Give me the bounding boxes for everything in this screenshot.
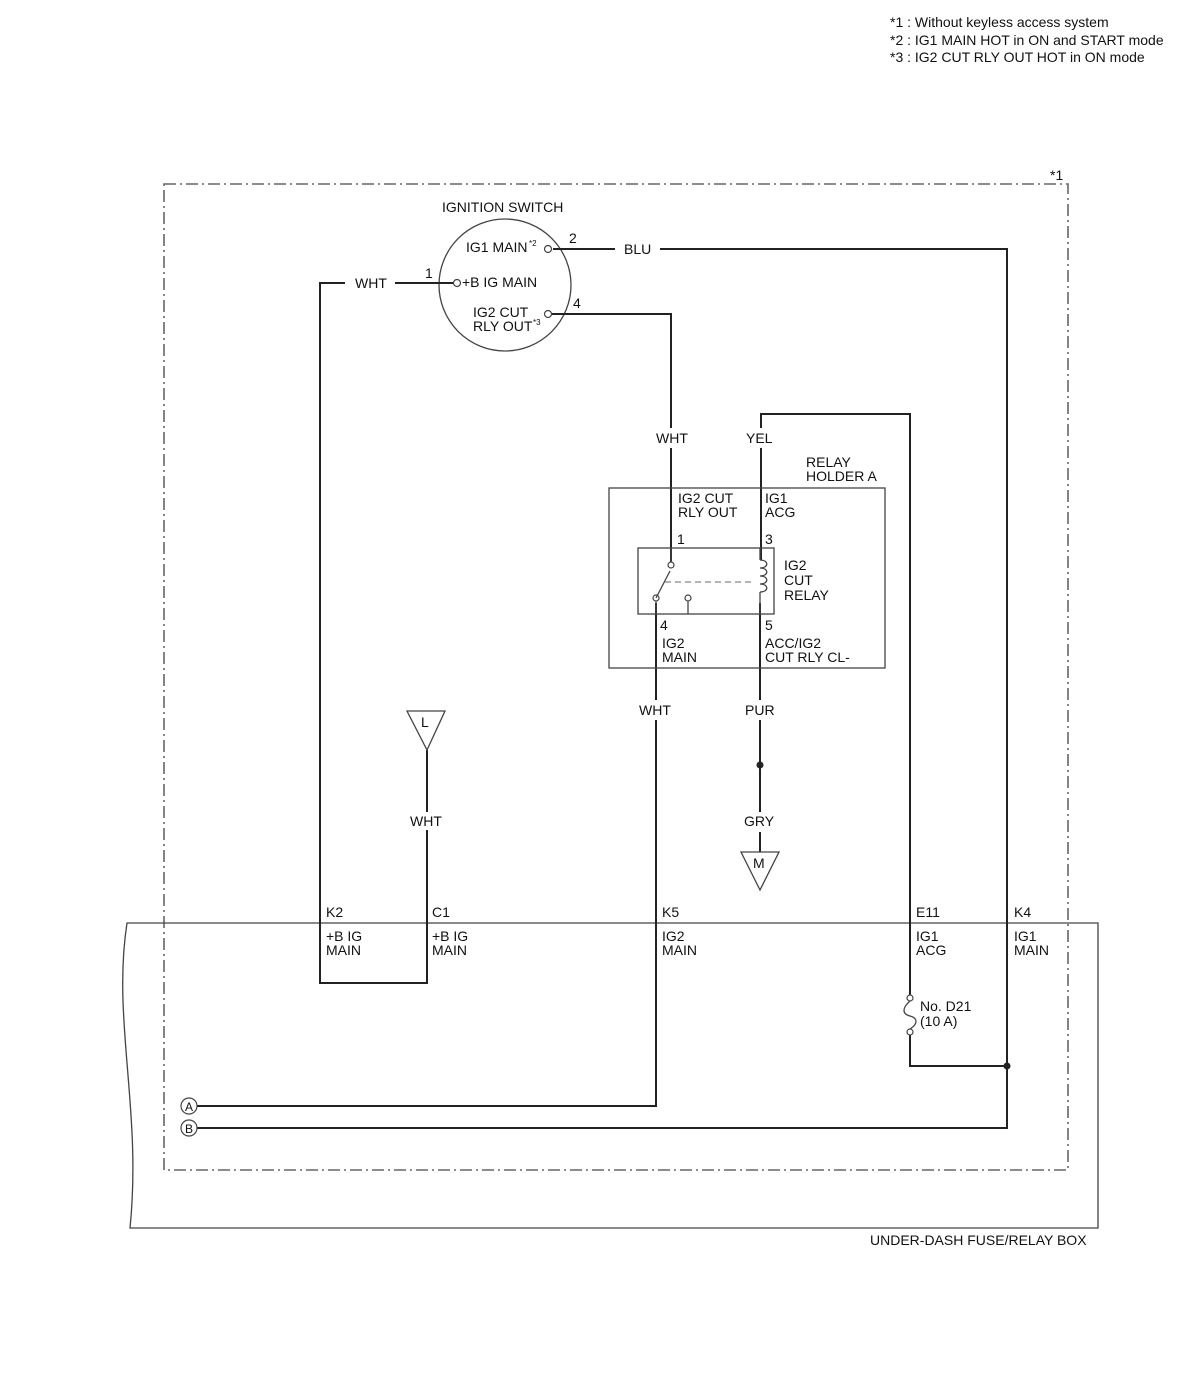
wire-label-wht-relay-bottom: WHT — [639, 702, 671, 718]
wires — [197, 248, 1008, 1129]
relay-name-3: RELAY — [784, 587, 830, 603]
fuse-pin-id: C1 — [432, 904, 450, 920]
relay-name-1: IG2 — [784, 557, 807, 573]
wire-label-wht-relay-top: WHT — [656, 430, 688, 446]
relay-holder-a: RELAY HOLDER A IG2 CUT RLY OUT IG1 ACG 1… — [608, 454, 886, 669]
relay-contact-nc — [684, 594, 692, 602]
connector-l: L — [405, 710, 447, 752]
splice-pur-gry — [756, 761, 764, 769]
relay-terminal-4-label-2: MAIN — [662, 649, 697, 665]
fuse-pin-label-1: IG1 — [1014, 928, 1037, 944]
connector-m: M — [739, 851, 781, 892]
wire-wht-relay-top-a — [552, 313, 672, 428]
connector-b-label: B — [185, 1122, 193, 1136]
switch-terminal-1 — [452, 278, 462, 288]
wire-label-wht-l: WHT — [410, 813, 442, 829]
fuse-pin-label-2: MAIN — [662, 942, 697, 958]
wire-label-blu: BLU — [624, 241, 651, 257]
fuse-box-outline — [122, 922, 1099, 1229]
ig1-main-mark: *2 — [529, 239, 537, 248]
ig2-cut-relay-box — [637, 547, 775, 615]
b-ig-main-label: +B IG MAIN — [462, 274, 537, 290]
relay-terminal-5-label-2: CUT RLY CL- — [765, 649, 850, 665]
relay-pin-1: 1 — [677, 531, 685, 547]
connector-m-label: M — [753, 855, 765, 871]
connector-m-triangle — [739, 851, 781, 892]
switch-terminal-2 — [543, 244, 553, 254]
fuse-box-pins: K2 +B IG MAIN C1 +B IG MAIN K5 IG2 MAIN … — [326, 904, 1049, 958]
wire-label-gry: GRY — [744, 813, 775, 829]
fuse-pin-label-2: MAIN — [432, 942, 467, 958]
relay-holder-box — [608, 487, 886, 669]
fuse-label-2: (10 A) — [920, 1013, 957, 1029]
relay-terminal-1-label-2: RLY OUT — [678, 504, 738, 520]
wire-wht-relay-bottom-b — [197, 720, 657, 1107]
notes: *1 : Without keyless access system *2 : … — [890, 14, 1164, 65]
fuse-pin-label-1: +B IG — [432, 928, 468, 944]
wire-label-yel: YEL — [746, 430, 773, 446]
wire-blu-b — [197, 248, 1008, 1129]
relay-pin-4: 4 — [660, 617, 668, 633]
connector-l-triangle — [405, 710, 447, 752]
relay-contact-1 — [667, 561, 675, 569]
fuse-d21: No. D21 (10 A) — [903, 994, 972, 1036]
switch-pin-2: 2 — [569, 230, 577, 246]
fuse-pin-id: K5 — [662, 904, 679, 920]
switch-pin-1: 1 — [425, 265, 433, 281]
fuse-pin-id: K2 — [326, 904, 343, 920]
fuse-element — [903, 1000, 917, 1030]
keyless-boundary — [163, 183, 1069, 1171]
connector-a: A — [180, 1097, 198, 1115]
fuse-pin-label-1: +B IG — [326, 928, 362, 944]
wire-label-wht-switch: WHT — [355, 275, 387, 291]
relay-terminal-5-label-1: ACC/IG2 — [765, 635, 821, 651]
wire-yel-a — [760, 413, 911, 995]
fuse-label-1: No. D21 — [920, 998, 972, 1014]
relay-terminal-1-label-1: IG2 CUT — [678, 490, 734, 506]
wire-label-pur: PUR — [745, 702, 775, 718]
fuse-pin-id: E11 — [916, 904, 940, 920]
relay-holder-title-2: HOLDER A — [806, 468, 877, 484]
boundary-mark: *1 — [1050, 167, 1063, 183]
note-1: *1 : Without keyless access system — [890, 14, 1109, 30]
fuse-pin-label-1: IG1 — [916, 928, 939, 944]
fuse-terminal-bottom — [906, 1028, 914, 1036]
splice-k4 — [1003, 1062, 1011, 1070]
wire-fuse-out — [909, 1035, 1007, 1067]
fuse-pin-label-1: IG2 — [662, 928, 685, 944]
switch-terminal-4 — [543, 309, 553, 319]
connector-b: B — [180, 1119, 198, 1137]
relay-name-2: CUT — [784, 572, 813, 588]
fuse-pin-label-2: MAIN — [1014, 942, 1049, 958]
wire-wht-switch-b — [319, 282, 428, 984]
fuse-terminal-top — [906, 994, 914, 1002]
relay-terminal-3-label-1: IG1 — [765, 490, 788, 506]
note-2: *2 : IG1 MAIN HOT in ON and START mode — [890, 32, 1164, 48]
fuse-pin-id: K4 — [1014, 904, 1031, 920]
fuse-pin-label-2: MAIN — [326, 942, 361, 958]
fuse-pin-label-2: ACG — [916, 942, 946, 958]
ignition-switch-title: IGNITION SWITCH — [442, 199, 563, 215]
ig2-cut-mark: *3 — [533, 318, 541, 327]
fuse-box-title: UNDER-DASH FUSE/RELAY BOX — [870, 1232, 1087, 1248]
connector-b-circle — [180, 1119, 198, 1137]
relay-pin-5: 5 — [765, 617, 773, 633]
ignition-switch-body — [438, 218, 572, 352]
relay-terminal-4-label-1: IG2 — [662, 635, 685, 651]
relay-terminal-3-label-2: ACG — [765, 504, 795, 520]
ig2-cut-label-2: RLY OUT — [473, 318, 533, 334]
relay-switch-arm — [655, 570, 671, 599]
relay-coil — [759, 559, 768, 593]
ig2-cut-label-1: IG2 CUT — [473, 304, 529, 320]
connector-a-circle — [180, 1097, 198, 1115]
note-3: *3 : IG2 CUT RLY OUT HOT in ON mode — [890, 49, 1145, 65]
relay-pin-3: 3 — [765, 531, 773, 547]
switch-pin-4: 4 — [573, 295, 581, 311]
ig1-main-label: IG1 MAIN — [466, 239, 527, 255]
relay-holder-title-1: RELAY — [806, 454, 852, 470]
ignition-switch: IGNITION SWITCH IG1 MAIN *2 +B IG MAIN I… — [425, 199, 581, 352]
connector-a-label: A — [185, 1100, 193, 1114]
connector-l-label: L — [421, 714, 429, 730]
